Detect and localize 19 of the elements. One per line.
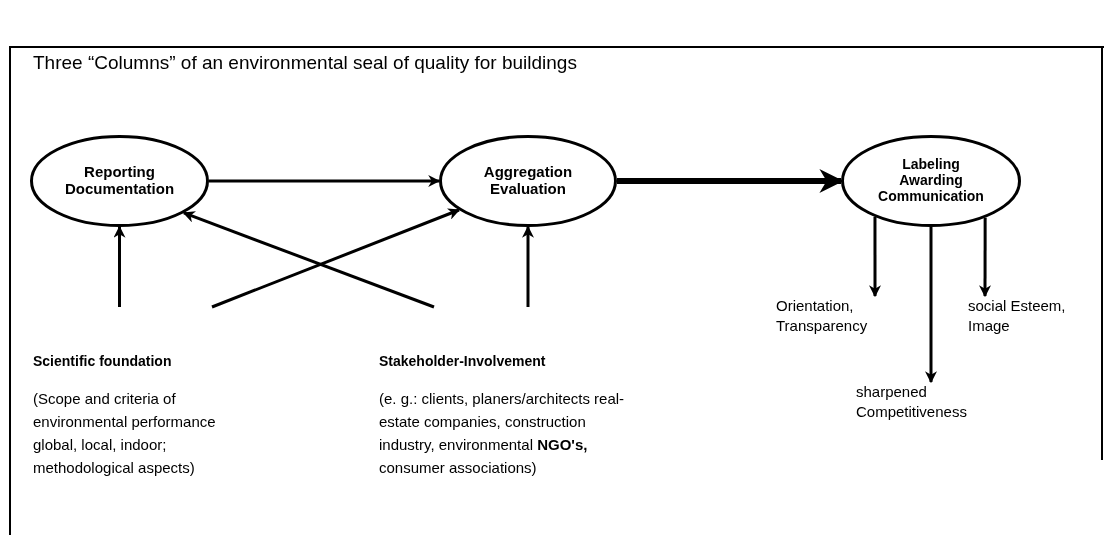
- arrow: [113, 225, 126, 307]
- arrow: [979, 217, 991, 298]
- arrow: [522, 225, 534, 307]
- outcome-text: sharpened Competitiveness: [856, 382, 968, 422]
- arrow: [211, 208, 461, 309]
- ellipse-label: Reporting Documentation: [63, 164, 176, 198]
- arrow: [925, 227, 937, 384]
- ellipse-label: Labeling Awarding Communication: [877, 157, 985, 205]
- section-heading: Stakeholder-Involvement: [379, 353, 546, 369]
- description-text: (Scope and criteria of environmental performance global, local, indoor; methodological aspects): [33, 389, 217, 478]
- outcome-text: social Esteem, Image: [968, 296, 1067, 336]
- section-heading: Scientific foundation: [33, 353, 172, 369]
- arrow: [209, 175, 441, 187]
- diagram-title: Three “Columns” of an environmental seal of quality for buildings: [33, 52, 577, 74]
- arrow: [182, 211, 435, 309]
- outcome-text: Orientation, Transparency: [776, 296, 869, 336]
- ellipse-label: Aggregation Evaluation: [482, 164, 574, 198]
- arrow: [869, 217, 881, 298]
- description-text: (e. g.: clients, planers/architects real-estate companies, construction industry, environmental NGO's, consumer associations): [379, 389, 626, 478]
